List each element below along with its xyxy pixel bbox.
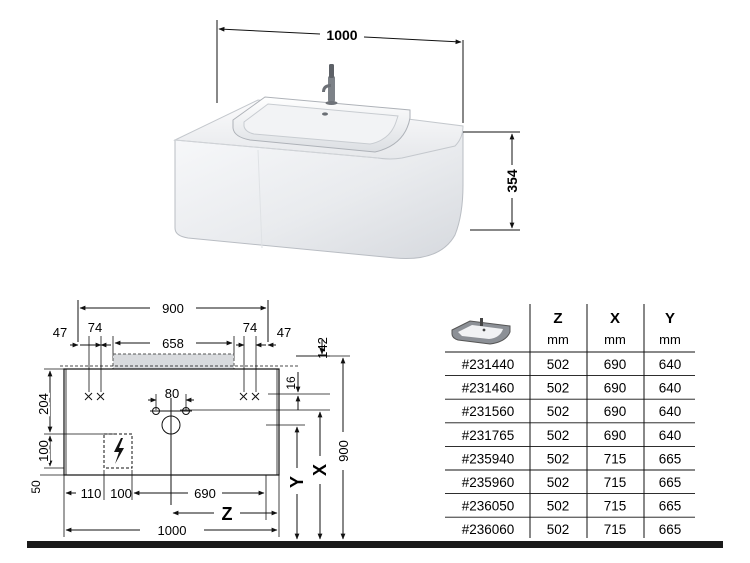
table-cell-value: 502 (547, 404, 570, 419)
label-y: Y (287, 476, 307, 488)
table-cell-value: 665 (659, 475, 682, 490)
dim-80: 80 (165, 386, 179, 401)
table-cell-value: 502 (547, 381, 570, 396)
table-cell-value: 665 (659, 499, 682, 514)
table-cell-value: 715 (604, 475, 627, 490)
table-cell-value: 502 (547, 428, 570, 443)
col-y-letter: Y (665, 310, 675, 327)
table-cell-value: 640 (659, 381, 682, 396)
dim-100-left: 100 (36, 440, 51, 462)
dim-110: 110 (81, 486, 102, 501)
table-cell-value: 665 (659, 522, 682, 537)
table-cell-value: 640 (659, 357, 682, 372)
table-cell-value: 640 (659, 404, 682, 419)
electrical-outlet-icon (103, 433, 133, 469)
dimension-table: Z mm X mm Y mm #231440 502 690 640 #231460 50… (445, 304, 695, 538)
col-z-letter: Z (553, 310, 562, 327)
table-cell-value: 715 (604, 499, 627, 514)
dim-100-bottom: 100 (110, 486, 132, 501)
col-x-letter: X (610, 310, 620, 327)
table-cell-value: 502 (547, 451, 570, 466)
dim-1000: 1000 (158, 523, 187, 538)
basin-outline (112, 353, 235, 370)
drain-hole (150, 398, 192, 505)
drill-hole-cross-icon (84, 392, 260, 401)
washbasin-icon (451, 318, 511, 345)
dim-47-right: 47 (277, 325, 291, 340)
plan-drawing: 900 47 74 658 74 47 (29, 300, 351, 540)
dim-16: 16 (284, 376, 298, 390)
height-dimension-label: 354 (504, 169, 520, 193)
col-x-unit: mm (604, 332, 626, 347)
table-cell-article: #236050 (462, 499, 515, 514)
dim-690: 690 (194, 486, 216, 501)
table-cell-value: 690 (604, 381, 627, 396)
width-dimension-label: 1000 (326, 27, 357, 43)
table-cell-value: 640 (659, 428, 682, 443)
table-cell-article: #231440 (462, 357, 515, 372)
table-cell-value: 715 (604, 451, 627, 466)
dim-74-right: 74 (243, 320, 257, 335)
dim-204: 204 (36, 393, 51, 415)
floor-line (27, 541, 723, 548)
table-cell-value: 502 (547, 499, 570, 514)
dim-74-left: 74 (88, 320, 102, 335)
table-cell-article: #231560 (462, 404, 515, 419)
label-x: X (310, 464, 330, 476)
dim-50: 50 (29, 480, 43, 494)
table-cell-value: 690 (604, 357, 627, 372)
dim-47-left: 47 (53, 325, 67, 340)
table-cell-value: 502 (547, 357, 570, 372)
cabinet-body (174, 131, 464, 260)
product-view: 1000 354 (173, 20, 520, 260)
table-cell-article: #235940 (462, 451, 515, 466)
table-cell-value: 502 (547, 475, 570, 490)
table-cell-value: 665 (659, 451, 682, 466)
col-z-unit: mm (547, 332, 569, 347)
table-cell-article: #235960 (462, 475, 515, 490)
table-cell-article: #236060 (462, 522, 515, 537)
table-cell-value: 690 (604, 404, 627, 419)
table-cell-value: 502 (547, 522, 570, 537)
table-cell-value: 690 (604, 428, 627, 443)
dim-900-top: 900 (162, 301, 184, 316)
label-z: Z (222, 504, 233, 524)
table-cell-value: 715 (604, 522, 627, 537)
table-cell-article: #231460 (462, 381, 515, 396)
dim-658: 658 (162, 336, 184, 351)
col-y-unit: mm (659, 332, 681, 347)
dim-142: 142 (315, 337, 330, 359)
faucet (322, 64, 338, 105)
table-cell-article: #231765 (462, 428, 515, 443)
dim-900-right: 900 (336, 440, 351, 462)
